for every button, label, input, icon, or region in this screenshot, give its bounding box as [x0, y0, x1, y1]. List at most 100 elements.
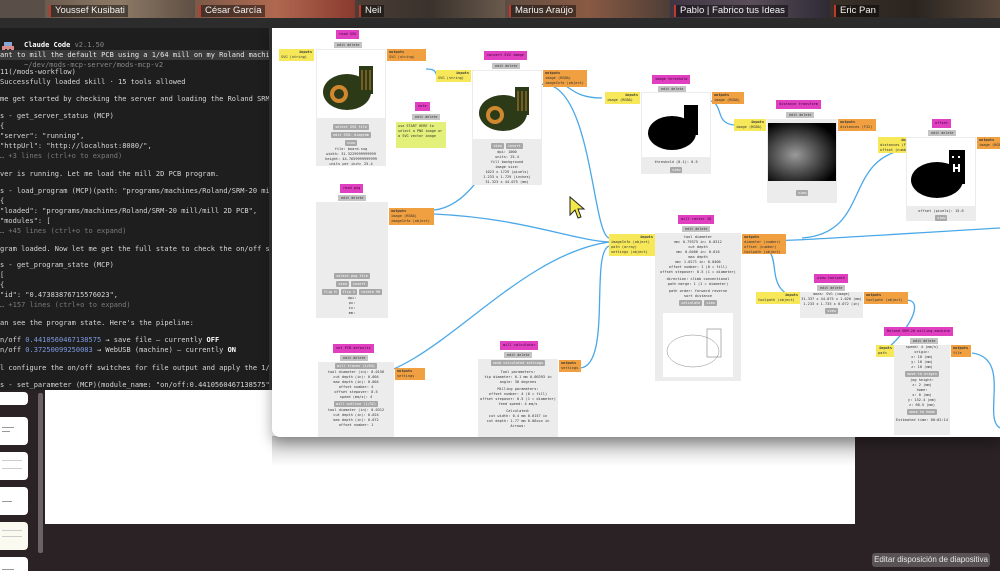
pcb-preview-image — [473, 71, 541, 139]
move-to-home-button[interactable]: move to home — [907, 409, 937, 415]
module-edit-delete[interactable]: edit delete — [338, 195, 367, 201]
module-edit-delete[interactable]: edit delete — [492, 63, 521, 69]
slide-thumbnail[interactable] — [0, 487, 28, 515]
module-title-set-pcb-defaults[interactable]: set PCB defaults — [333, 344, 374, 353]
module-title-offset[interactable]: offset — [932, 119, 951, 128]
flip-h-button[interactable]: flip H — [321, 289, 339, 295]
move-to-origin-button[interactable]: move to origin — [905, 371, 939, 377]
mill-raster-parameters[interactable]: tool diameter mm: 0.79375 in: 0.0312 cut… — [660, 235, 736, 306]
terminal-window[interactable]: Claude Code v2.1.50 Opus 4.6 · Claude Ma… — [0, 28, 272, 390]
video-tile-participant[interactable]: Youssef Kusibati — [45, 0, 195, 18]
view-button[interactable]: view — [344, 140, 358, 146]
slide-thumbnail[interactable] — [0, 392, 28, 405]
flip-v-button[interactable]: flip V — [340, 289, 358, 295]
participant-name: Youssef Kusibati — [49, 5, 128, 17]
module-edit-delete[interactable]: edit delete — [786, 112, 815, 118]
module-edit-delete[interactable]: edit delete — [504, 352, 533, 358]
view-button[interactable]: view — [825, 308, 838, 314]
video-tile-participant[interactable]: Pablo | Fabrico tus Ideas — [670, 0, 830, 18]
terminal-line: … +45 lines (ctrl+o to expand) — [0, 227, 127, 235]
module-view-toolpath: mods: SVG (image) 31.337 x 44.075 x 1.02… — [800, 292, 863, 318]
module-title-distance-transform[interactable]: distance transform — [776, 100, 821, 109]
module-title-read-png[interactable]: read png — [340, 184, 364, 193]
module-roland-srm20: speed: 4 (mm/s)origin:x: 10 (mm)y: 10 (m… — [894, 345, 950, 435]
view-button[interactable]: view — [491, 143, 504, 149]
video-tile-participant[interactable]: Neil — [355, 0, 505, 18]
module-edit-delete[interactable]: edit delete — [658, 86, 687, 92]
video-tile-participant[interactable]: Marius Araújo — [505, 0, 670, 18]
terminal-line: [ — [0, 271, 5, 279]
view-button[interactable]: view — [704, 300, 717, 306]
module-edit-delete[interactable]: edit delete — [334, 42, 363, 48]
estimated-time: Estimated time: 00:02:14 — [896, 418, 948, 422]
terminal-line: gram loaded. Now let me get the full sta… — [0, 245, 272, 253]
video-tile-participant-active[interactable]: César García — [195, 0, 355, 18]
edit-slide-layout-button[interactable]: Editar disposición de diapositiva — [872, 553, 990, 567]
calculate-button[interactable]: calculate — [679, 300, 703, 306]
terminal-line: Successfully loaded skill · 15 tools all… — [0, 78, 186, 86]
module-edit-delete[interactable]: edit delete — [340, 355, 369, 361]
module-title-view-toolpath[interactable]: view toolpath — [814, 274, 849, 283]
module-title-roland-srm20[interactable]: Roland SRM-20 milling machine — [884, 327, 953, 336]
rotate-button[interactable]: rotate 90 — [359, 289, 383, 295]
distance-preview-image — [768, 123, 836, 181]
invert-button[interactable]: invert — [350, 281, 368, 287]
module-title-image-threshold[interactable]: image threshold — [652, 75, 691, 84]
view-button[interactable]: view — [935, 215, 948, 221]
module-title-convert-svg[interactable]: convert SVG image — [484, 51, 527, 60]
terminal-scrollbar[interactable] — [269, 28, 272, 390]
slide-thumbnail[interactable] — [0, 557, 28, 571]
module-edit-delete[interactable]: edit delete — [412, 114, 441, 120]
terminal-line: "id": "0.47383876715576023", — [0, 291, 119, 299]
module-edit-delete[interactable]: edit delete — [910, 338, 939, 344]
send-calculated-settings-button[interactable]: send calculated settings — [490, 360, 546, 366]
module-distance-transform: view — [767, 119, 837, 203]
select-svg-button[interactable]: select SVG file — [333, 124, 369, 130]
mill-outline-button[interactable]: mill outline (1/32) — [333, 401, 379, 407]
module-title-mill-raster-2d[interactable]: mill raster 2D — [678, 215, 715, 224]
video-participant-strip: Youssef Kusibati César García Neil Mariu… — [0, 0, 1000, 18]
slide-thumbnail[interactable] — [0, 522, 28, 550]
module-edit-delete[interactable]: edit delete — [928, 130, 957, 136]
select-png-button[interactable]: select png file — [334, 273, 370, 279]
module-title-note[interactable]: note — [415, 102, 430, 111]
edit-svg-button[interactable]: edit SVG: diagram — [331, 132, 371, 138]
slides-scrollbar[interactable] — [38, 393, 43, 553]
module-title-read-svg[interactable]: read SVG — [336, 30, 360, 39]
mill-traces-button[interactable]: mill traces (1/64) — [335, 363, 377, 369]
video-tile-participant[interactable]: Eric Pan — [830, 0, 1000, 18]
module-edit-delete[interactable]: edit delete — [682, 226, 711, 232]
slide-thumbnail[interactable] — [0, 452, 28, 480]
view-button[interactable]: view — [670, 167, 683, 173]
terminal-line: … +3 lines (ctrl+o to expand) — [0, 152, 123, 160]
view-button[interactable]: view — [796, 190, 809, 196]
terminal-line: an see the program state. Here's the pip… — [0, 319, 194, 327]
module-set-pcb-defaults: mill traces (1/64) tool diameter (in): 0… — [318, 362, 394, 437]
module-title-mill-calculator[interactable]: mill calculator — [500, 341, 539, 350]
view-button[interactable]: view — [336, 281, 349, 287]
slide-thumbnail[interactable] — [0, 417, 28, 445]
invert-button[interactable]: invert — [505, 143, 523, 149]
module-edit-delete[interactable]: edit delete — [817, 285, 846, 291]
participant-name: Pablo | Fabrico tus Ideas — [674, 5, 788, 17]
